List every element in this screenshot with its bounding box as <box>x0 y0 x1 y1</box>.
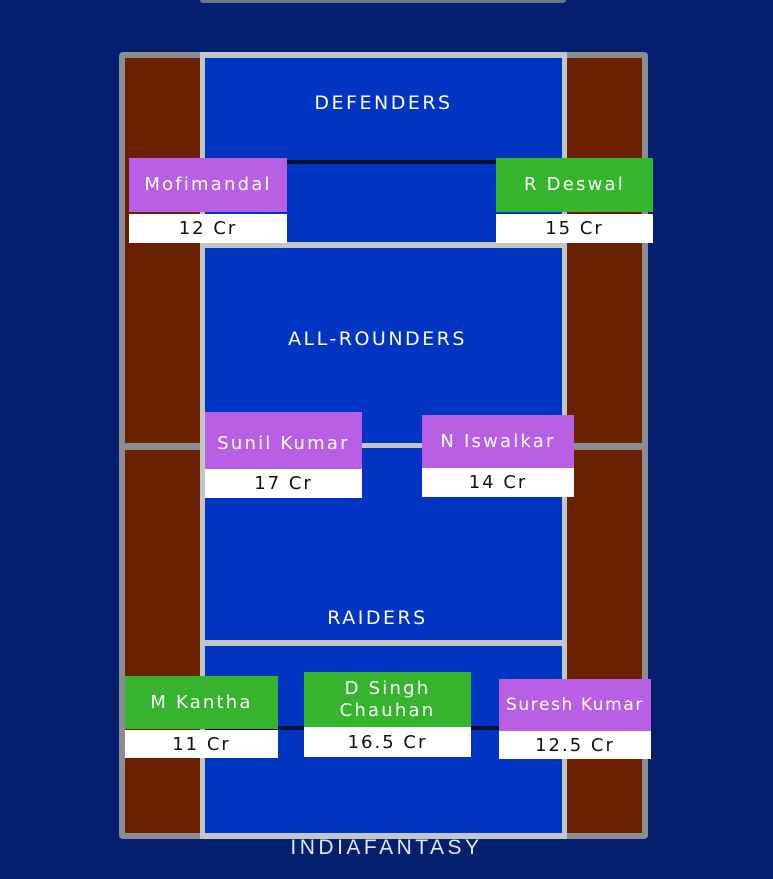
player-card-r-deswal[interactable]: R Deswal 15 Cr <box>496 158 653 243</box>
top-gap <box>200 3 566 53</box>
section-title-defenders: DEFENDERS <box>314 92 453 114</box>
section-title-raiders: RAIDERS <box>327 607 428 629</box>
right-lobby-top <box>567 58 642 443</box>
player-price: 17 Cr <box>205 469 362 498</box>
player-name: M Kantha <box>125 676 278 729</box>
player-name: Sunil Kumar <box>205 412 362 469</box>
section-title-all-rounders: ALL-ROUNDERS <box>288 328 467 350</box>
left-lobby-bottom <box>125 450 200 833</box>
player-price: 15 Cr <box>496 214 653 243</box>
player-name: D Singh Chauhan <box>304 672 471 727</box>
player-price: 12 Cr <box>129 214 287 243</box>
player-name: N Iswalkar <box>422 415 574 468</box>
brand-watermark: INDIAFANTASY <box>290 836 483 859</box>
left-lobby-top <box>125 58 200 443</box>
mid-line <box>205 443 562 448</box>
player-name: Suresh Kumar <box>499 679 651 731</box>
player-card-sunil-kumar[interactable]: Sunil Kumar 17 Cr <box>205 412 362 498</box>
player-name: R Deswal <box>496 158 653 212</box>
top-court-edge <box>200 0 566 3</box>
player-price: 14 Cr <box>422 468 574 497</box>
player-price: 11 Cr <box>125 730 278 758</box>
player-price: 16.5 Cr <box>304 727 471 757</box>
baulk-line-top <box>205 160 562 164</box>
right-lobby-bottom <box>567 450 642 833</box>
player-price: 12.5 Cr <box>499 731 651 759</box>
player-name: Mofimandal <box>129 158 287 212</box>
player-card-m-kantha[interactable]: M Kantha 11 Cr <box>125 676 278 758</box>
player-card-n-iswalkar[interactable]: N Iswalkar 14 Cr <box>422 415 574 497</box>
player-card-d-singh-chauhan[interactable]: D Singh Chauhan 16.5 Cr <box>304 672 471 757</box>
player-card-suresh-kumar[interactable]: Suresh Kumar 12.5 Cr <box>499 679 651 759</box>
player-card-mofimandal[interactable]: Mofimandal 12 Cr <box>129 158 287 243</box>
